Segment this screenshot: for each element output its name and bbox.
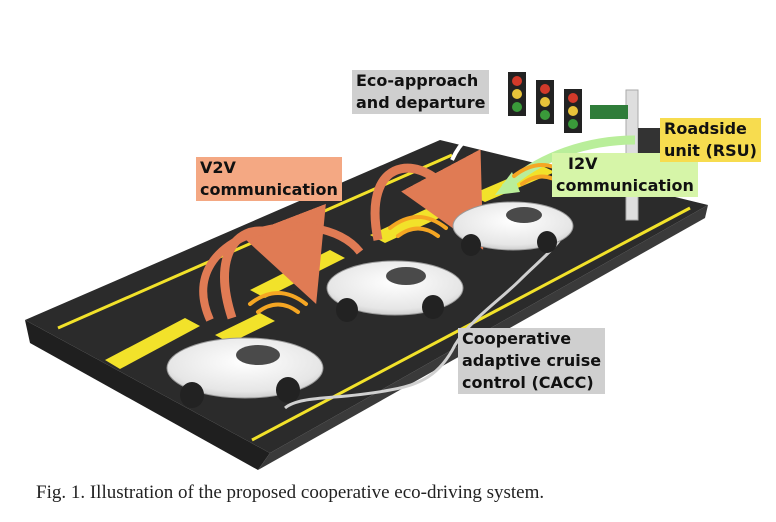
i2v-line1: I2V xyxy=(568,154,598,173)
cacc-line2: adaptive cruise xyxy=(462,351,602,370)
cacc-line1: Cooperative xyxy=(462,329,572,348)
car-icon xyxy=(326,260,464,322)
v2v-arrow-icon xyxy=(199,222,364,322)
car-icon xyxy=(166,337,324,408)
car-icon xyxy=(452,201,574,256)
eco-approach-line1: Eco-approach xyxy=(356,71,479,90)
rsu-label: Roadside unit (RSU) xyxy=(660,118,761,162)
figure-caption: Fig. 1. Illustration of the proposed coo… xyxy=(36,482,545,503)
i2v-label: I2V communication xyxy=(552,153,698,197)
rsu-line1: Roadside xyxy=(664,119,747,138)
traffic-light-icon xyxy=(508,72,582,133)
v2v-line1: V2V xyxy=(200,158,236,177)
eco-approach-label: Eco-approach and departure xyxy=(352,70,490,114)
cacc-label: Cooperative adaptive cruise control (CAC… xyxy=(458,328,606,394)
rsu-line2: unit (RSU) xyxy=(664,141,757,160)
i2v-line2: communication xyxy=(556,176,694,195)
cacc-line3: control (CACC) xyxy=(462,373,594,392)
v2v-label: V2V communication xyxy=(196,157,342,201)
v2v-arrow-icon xyxy=(370,149,484,250)
v2v-line2: communication xyxy=(200,180,338,199)
eco-approach-line2: and departure xyxy=(356,93,486,112)
eco-arrow-icon xyxy=(450,122,518,161)
i2v-arrow-icon xyxy=(501,135,636,192)
cacc-bracket xyxy=(284,229,567,410)
